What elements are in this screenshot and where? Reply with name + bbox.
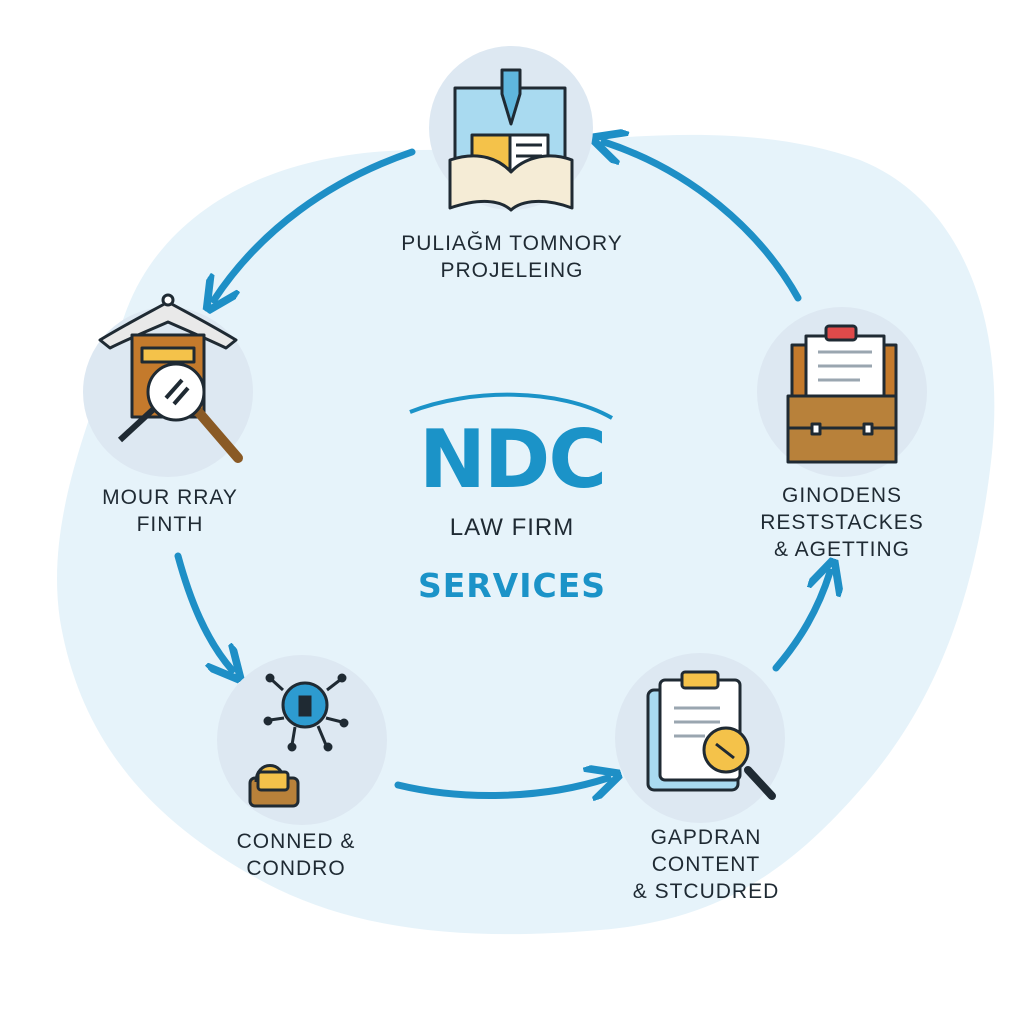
node-label-left: MOUR RRAY FINTH [60,484,280,538]
clipboard-magnifier-icon [646,670,776,800]
arrow-bottom-right-to-right [772,572,830,672]
brand-name: NDC [418,413,607,506]
node-label-line: PULIAĞM TOMNORY [401,232,623,255]
center-branding: NDC LAW FIRM SERVICES [362,392,662,606]
node-label-line: FINTH [136,513,204,536]
network-bug-icon [248,673,349,808]
arrow-top-to-left [214,148,416,300]
node-label-line: GAPDRAN [650,826,762,849]
node-label-line: & AGETTING [773,538,911,561]
node-label-right: GINODENS RESTSTACKES & AGETTING [732,482,952,563]
arrow-left-to-bottom-left [174,552,232,670]
brand-subtitle: LAW FIRM [449,514,575,541]
brand-arc [409,392,613,420]
node-label-line: PROJELEING [440,259,584,282]
node-label-bottom-right: GAPDRAN CONTENT & STCUDRED [596,824,816,905]
services-heading: SERVICES [417,566,607,605]
document-scanner-icon [448,68,574,212]
node-label-line: CONNED & [236,830,356,853]
node-label-line: RESTSTACKES [760,511,924,534]
node-label-line: MOUR RRAY [102,486,238,509]
node-circle-bottom-left [217,655,387,825]
courthouse-magnifier-icon [98,293,243,463]
node-label-bottom-left: CONNED & CONDRO [186,828,406,882]
arrow-right-to-top [604,142,802,302]
arrow-bottom-left-to-bottom-right [394,778,608,795]
node-label-line: & STCUDRED [632,880,780,903]
briefcase-documents-icon [786,324,898,464]
node-label-line: CONTENT [651,853,761,876]
node-label-line: CONDRO [246,857,346,880]
node-label-top: PULIAĞM TOMNORY PROJELEING [362,230,662,284]
node-label-line: GINODENS [781,484,902,507]
